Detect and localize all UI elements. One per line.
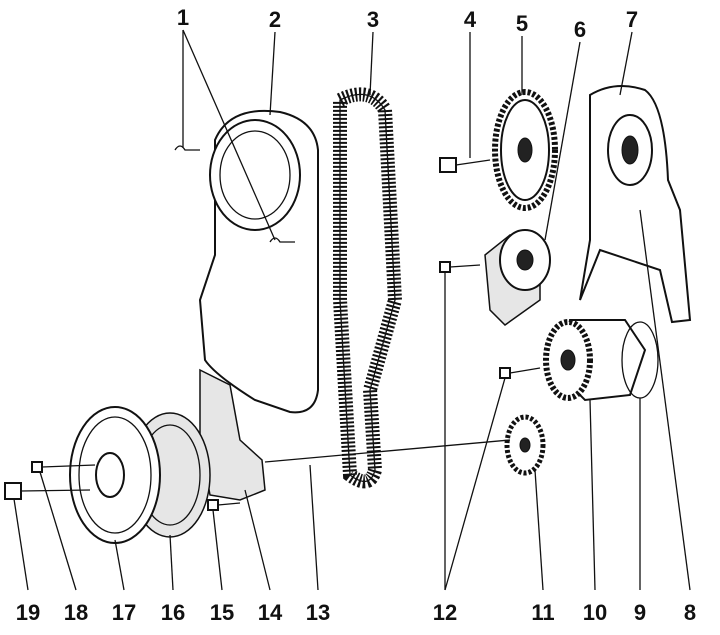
water-pump [543,319,659,402]
crankshaft-pulley [69,406,211,544]
bolts-12 [439,261,541,379]
label-9: 9 [634,600,646,625]
label-2: 2 [269,7,281,32]
label-17: 17 [112,600,136,625]
leader-lines [13,29,691,591]
label-18: 18 [64,600,88,625]
camshaft-sprocket [492,89,558,211]
label-4: 4 [464,7,477,32]
upper-timing-cover [198,109,319,414]
label-7: 7 [626,7,638,32]
label-19: 19 [16,600,40,625]
cover-clips [174,145,295,243]
label-10: 10 [583,600,607,625]
timing-belt [333,87,403,489]
label-5: 5 [516,11,528,36]
label-6: 6 [574,17,586,42]
label-12: 12 [433,600,457,625]
label-11: 11 [531,600,554,625]
alignment-line [264,439,511,463]
label-15: 15 [210,600,234,625]
belt-tensioner [484,229,551,326]
label-16: 16 [161,600,185,625]
label-14: 14 [258,600,283,625]
rear-timing-cover [579,85,692,324]
crankshaft-sprocket [504,414,546,476]
label-1: 1 [177,5,189,30]
label-8: 8 [684,600,696,625]
label-3: 3 [367,7,379,32]
label-13: 13 [306,600,330,625]
sprocket-bolt [439,157,491,173]
